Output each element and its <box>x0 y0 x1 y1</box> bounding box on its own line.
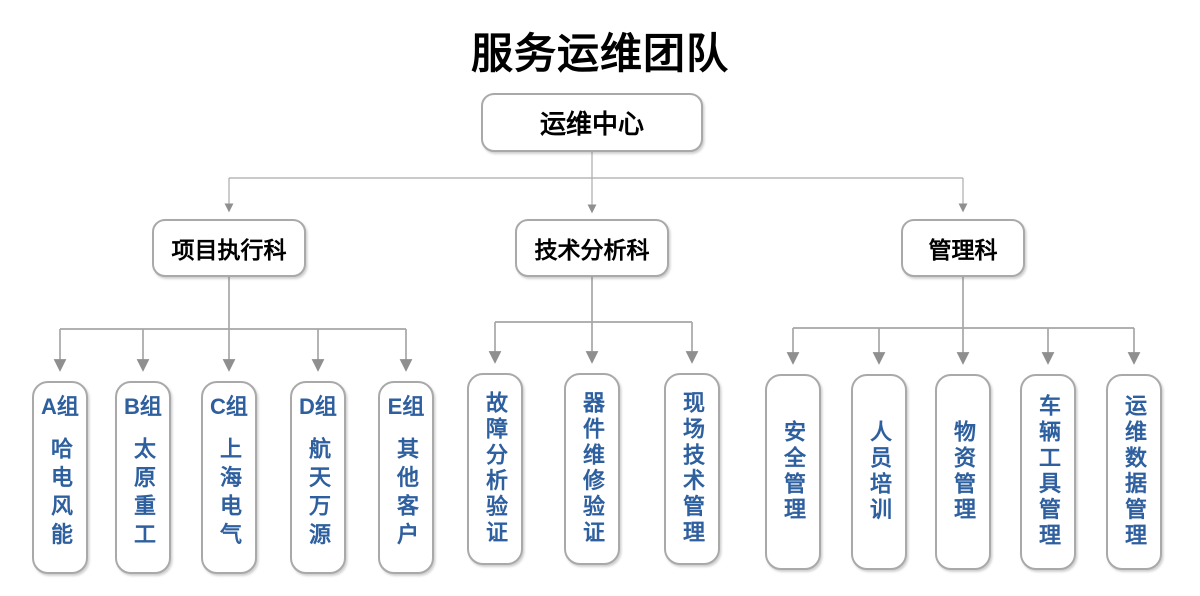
org-node-om-data: 运维数据管理 <box>1106 374 1162 570</box>
org-node-safety-management: 安全管理 <box>765 374 821 570</box>
leaf-label: 运维数据管理 <box>1122 394 1147 550</box>
org-node-dept-technical-analysis: 技术分析科 <box>515 219 669 277</box>
org-node-fault-analysis: 故障分析验证 <box>467 373 523 565</box>
leaf-label: 现场技术管理 <box>680 391 705 547</box>
group-name-label: 哈电风能 <box>48 437 73 552</box>
dept-label: 技术分析科 <box>534 237 650 263</box>
org-node-group-b: B组 太原重工 <box>115 381 171 574</box>
leaf-label: 安全管理 <box>781 420 806 524</box>
org-node-onsite-technical: 现场技术管理 <box>664 373 720 565</box>
leaf-label: 车辆工具管理 <box>1036 394 1061 550</box>
org-node-dept-management: 管理科 <box>901 219 1025 277</box>
org-node-component-repair: 器件维修验证 <box>564 373 620 565</box>
org-node-group-a: A组 哈电风能 <box>32 381 88 574</box>
group-name-label: 太原重工 <box>131 437 156 552</box>
org-node-group-e: E组 其他客户 <box>378 381 434 574</box>
group-head-label: B组 <box>124 394 162 419</box>
group-name-label: 其他客户 <box>394 437 419 552</box>
org-node-materials-management: 物资管理 <box>935 374 991 570</box>
page-title: 服务运维团队 <box>470 30 729 77</box>
org-node-personnel-training: 人员培训 <box>851 374 907 570</box>
leaf-label: 故障分析验证 <box>483 391 508 547</box>
leaf-label: 物资管理 <box>951 420 976 524</box>
group-head-label: C组 <box>210 394 248 419</box>
org-node-dept-project-execution: 项目执行科 <box>152 219 306 277</box>
org-node-group-d: D组 航天万源 <box>290 381 346 574</box>
org-node-root-label: 运维中心 <box>539 109 644 139</box>
org-node-root: 运维中心 <box>481 93 703 152</box>
group-head-label: A组 <box>41 394 79 419</box>
dept-label: 管理科 <box>928 237 998 263</box>
group-head-label: E组 <box>387 394 425 419</box>
org-node-vehicle-tools: 车辆工具管理 <box>1020 374 1076 570</box>
group-name-label: 航天万源 <box>306 437 331 552</box>
group-head-label: D组 <box>299 394 337 419</box>
leaf-label: 人员培训 <box>867 420 892 524</box>
group-name-label: 上海电气 <box>217 437 242 552</box>
dept-label: 项目执行科 <box>171 237 287 263</box>
leaf-label: 器件维修验证 <box>580 391 605 547</box>
org-node-group-c: C组 上海电气 <box>201 381 257 574</box>
